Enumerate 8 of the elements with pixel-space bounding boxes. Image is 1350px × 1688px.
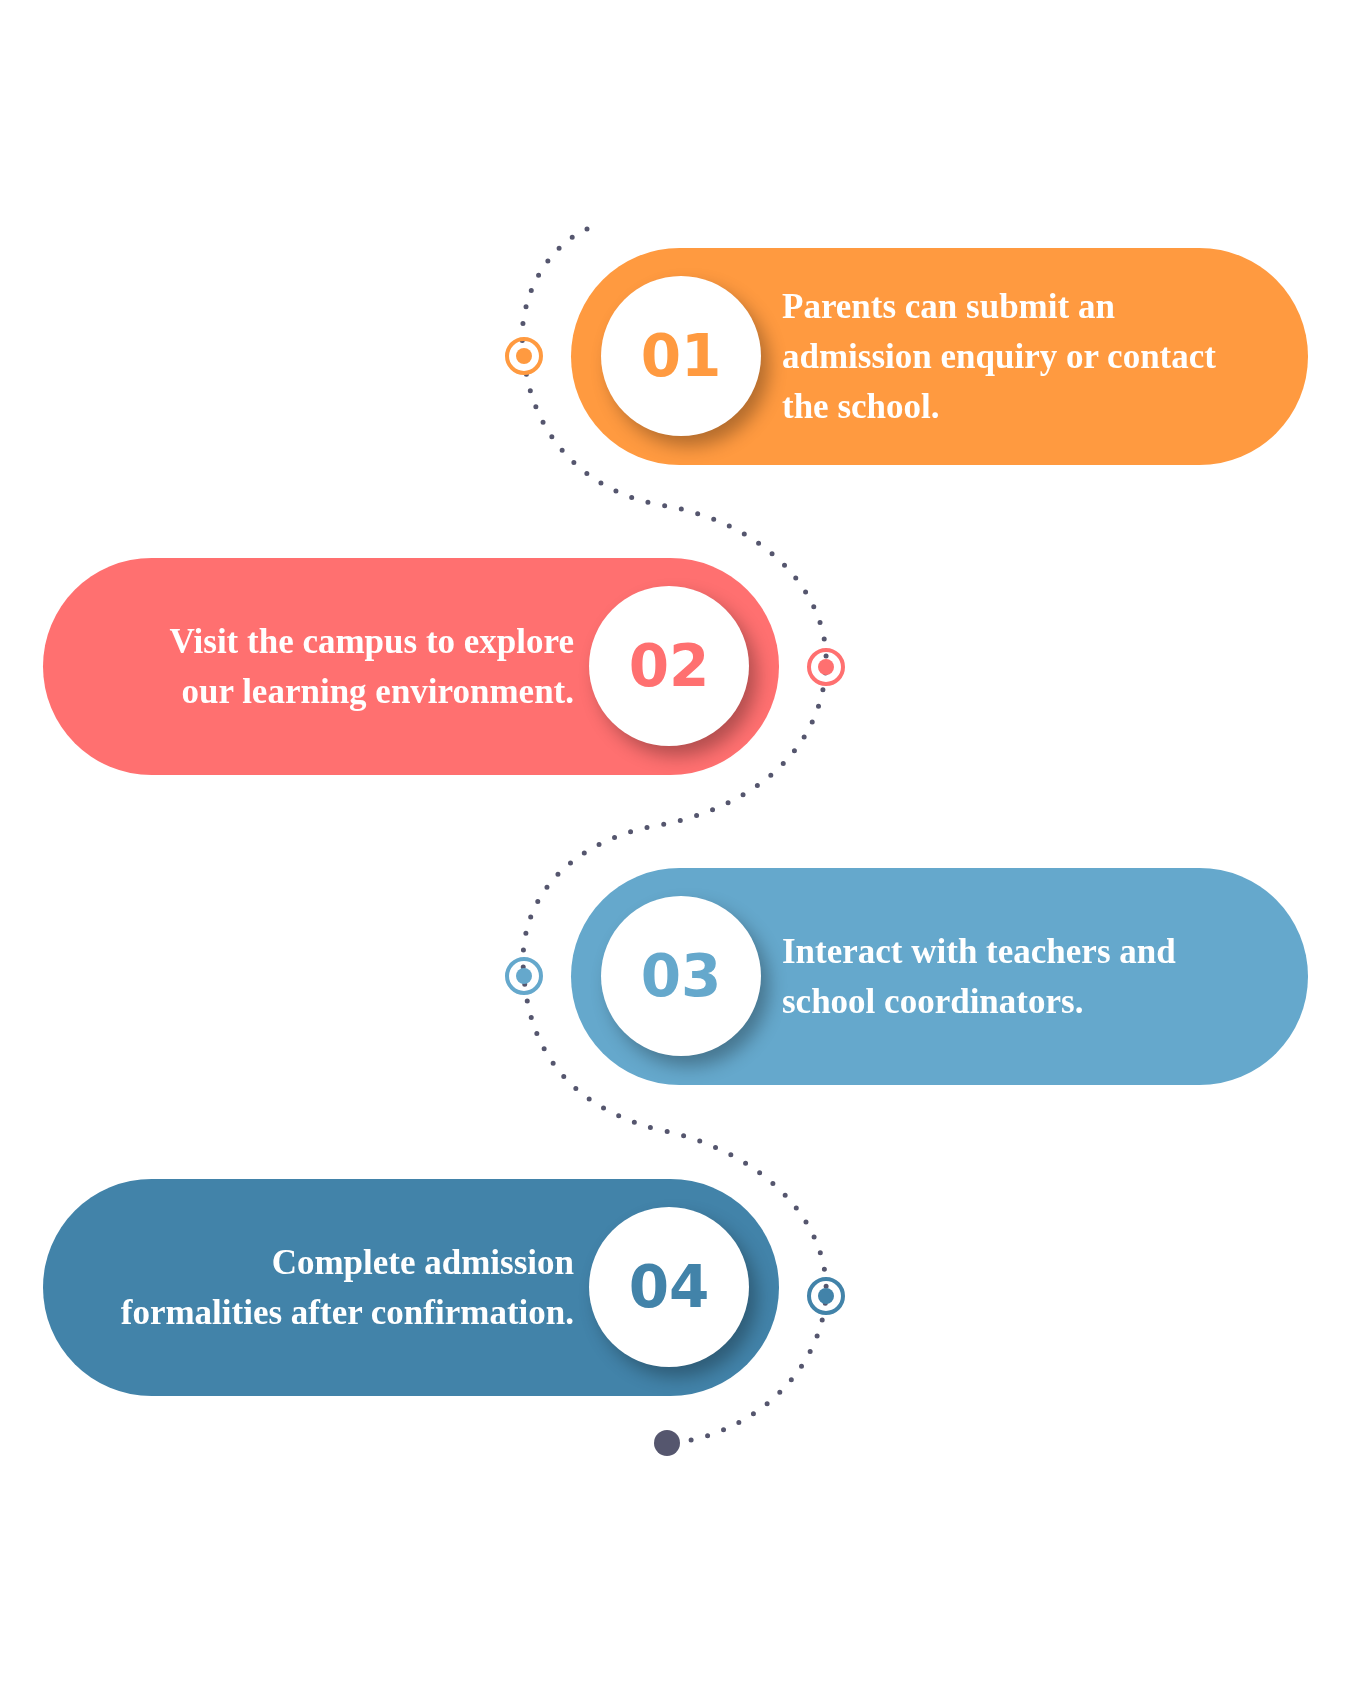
step-number: 03 [601,896,761,1056]
step-description: Complete admission formalities after confirmation. [119,1242,574,1334]
step-number: 02 [589,586,749,746]
step-number: 04 [589,1207,749,1367]
step-description: Visit the campus to explore our learning environment. [168,621,574,713]
step-description: Interact with teachers and school coordinators. [782,931,1177,1023]
step-description: Parents can submit an admission enquiry or contact the school. [782,286,1217,428]
step-number: 01 [601,276,761,436]
